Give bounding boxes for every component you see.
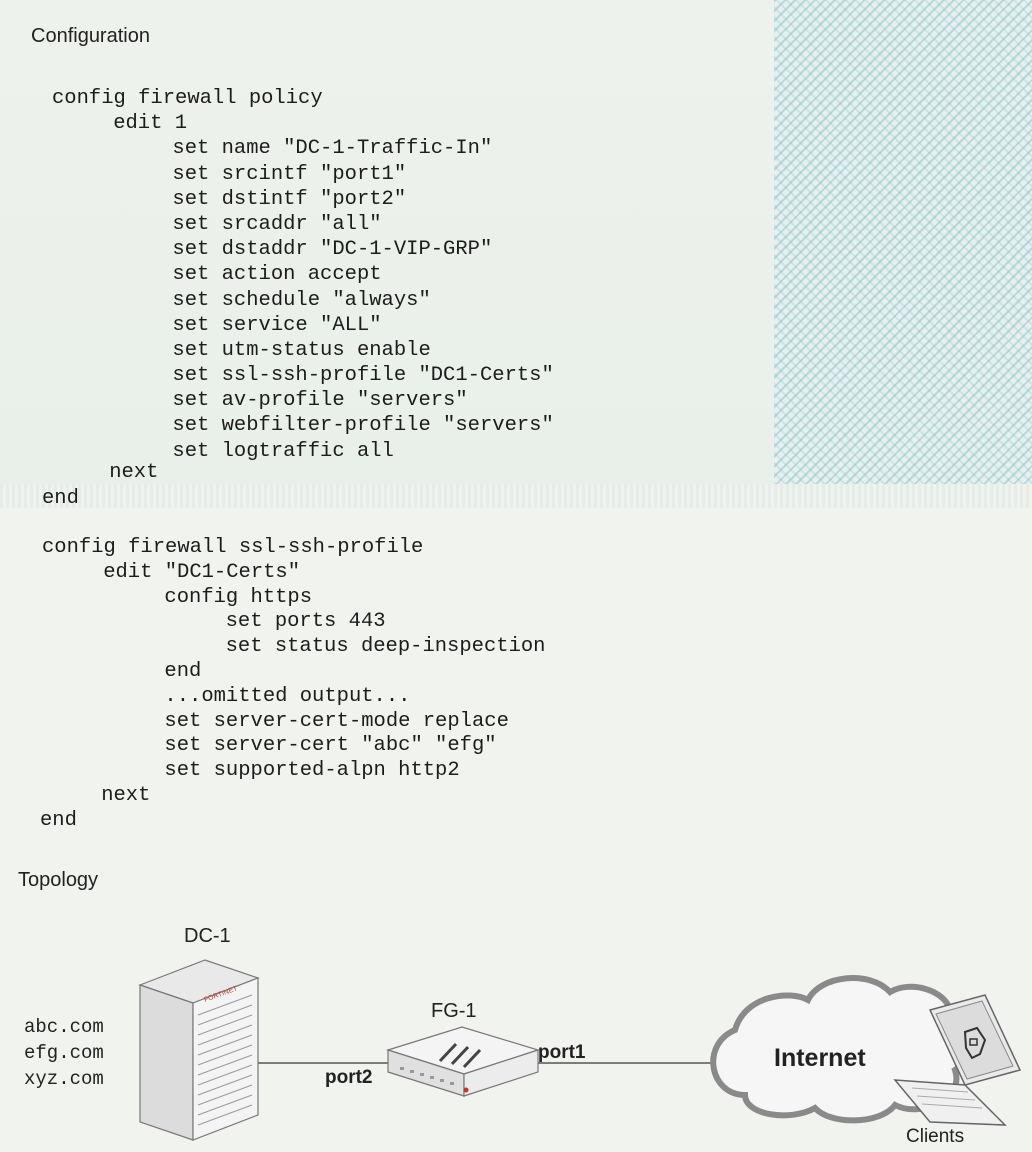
clients-label: Clients xyxy=(906,1126,965,1147)
port1-label: port1 xyxy=(538,1042,586,1063)
domain-item: abc.com xyxy=(24,1016,104,1038)
configuration-heading: Configuration xyxy=(31,25,150,47)
domain-item: efg.com xyxy=(24,1042,104,1064)
code-line: ...omitted output... xyxy=(66,684,411,708)
domain-item: xyz.com xyxy=(24,1068,104,1090)
code-line: edit 1 xyxy=(64,112,188,136)
code-line: next xyxy=(52,783,151,807)
code-line: set service "ALL" xyxy=(74,313,382,337)
port2-label: port2 xyxy=(325,1067,373,1088)
code-line: set dstaddr "DC-1-VIP-GRP" xyxy=(74,238,493,262)
code-line: set logtraffic all xyxy=(74,439,394,463)
firewall-policy-end: end xyxy=(42,486,79,511)
client-laptop-icon xyxy=(893,994,1022,1126)
code-line: set status deep-inspection xyxy=(78,635,546,659)
firewall-appliance-icon xyxy=(385,1026,541,1097)
dc-label: DC-1 xyxy=(184,925,231,947)
firewall-policy-code: config firewall policy edit 1 set name "… xyxy=(52,86,554,464)
code-line: set webfilter-profile "servers" xyxy=(74,414,554,438)
code-line: set srcintf "port1" xyxy=(74,162,407,186)
code-line: config https xyxy=(66,585,313,609)
code-line: end xyxy=(66,659,202,683)
code-line: set server-cert "abc" "efg" xyxy=(66,734,497,758)
shield-icon xyxy=(963,1026,987,1060)
lock-icon xyxy=(969,1038,978,1046)
code-line: set server-cert-mode replace xyxy=(66,709,509,733)
code-line: set action accept xyxy=(74,263,382,287)
config-panel-background xyxy=(0,0,775,484)
code-line: set ssl-ssh-profile "DC1-Certs" xyxy=(74,364,554,388)
code-line: set supported-alpn http2 xyxy=(66,759,460,783)
code-line: set srcaddr "all" xyxy=(74,212,382,236)
code-line: set utm-status enable xyxy=(74,338,431,362)
firewall-policy-next: next xyxy=(60,460,158,485)
code-line: set av-profile "servers" xyxy=(74,389,468,413)
screen-seam-band xyxy=(0,484,1032,508)
code-line: set name "DC-1-Traffic-In" xyxy=(74,137,493,161)
code-line: set schedule "always" xyxy=(74,288,431,312)
moire-background-pattern xyxy=(774,0,1032,484)
code-line: config firewall policy xyxy=(52,87,323,110)
code-line: config firewall ssl-ssh-profile xyxy=(42,536,424,559)
ssl-ssh-profile-code: config firewall ssl-ssh-profile edit "DC… xyxy=(40,536,546,834)
dc-domain-list: abc.com efg.com xyz.com xyxy=(24,1014,104,1092)
server-rack-icon: FORTINET xyxy=(138,959,260,1141)
status-led xyxy=(463,1087,469,1093)
topology-heading: Topology xyxy=(18,869,99,891)
internet-label: Internet xyxy=(774,1044,866,1072)
code-line: set dstintf "port2" xyxy=(74,187,407,211)
code-line: end xyxy=(42,487,79,510)
code-line: next xyxy=(60,461,159,484)
code-line: set ports 443 xyxy=(78,610,386,634)
code-line: end xyxy=(40,808,77,832)
fg-label: FG-1 xyxy=(431,1000,477,1022)
code-line: edit "DC1-Certs" xyxy=(54,560,301,584)
